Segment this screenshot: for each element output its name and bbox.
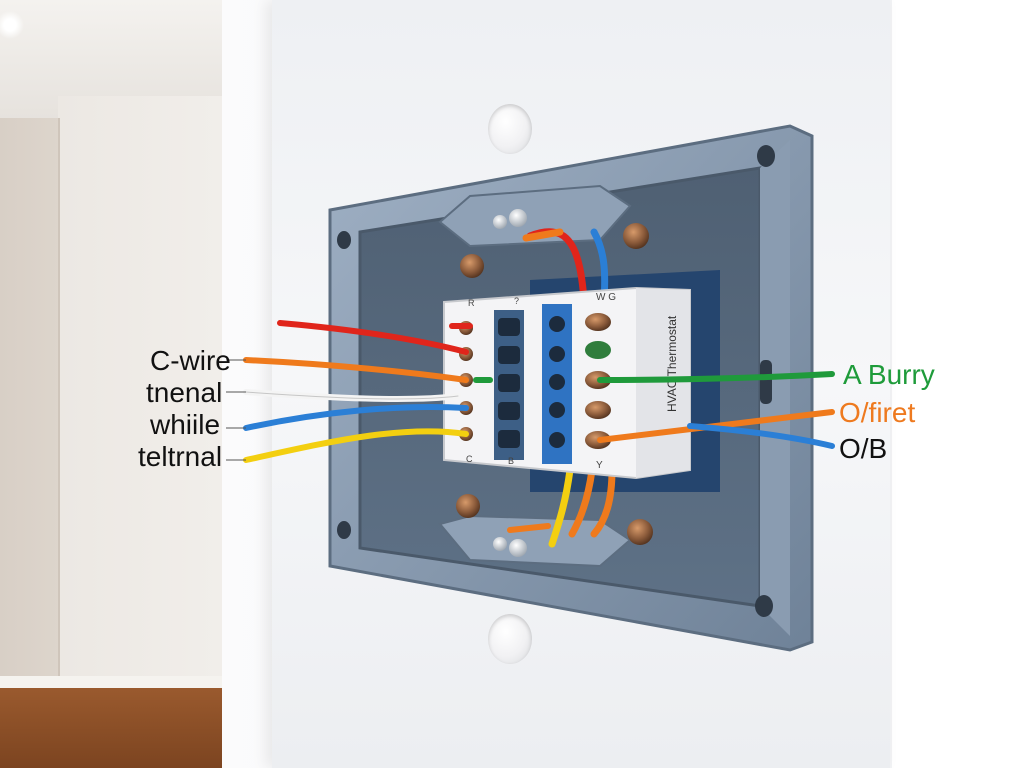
left-wires bbox=[243, 320, 493, 463]
room-side-wall bbox=[0, 118, 60, 698]
top-mount-hole bbox=[488, 104, 532, 154]
label-o-b: O/B bbox=[839, 433, 888, 464]
leader-lines bbox=[226, 359, 246, 461]
label-tnenal: tnenal bbox=[146, 377, 223, 408]
white-wire-outline bbox=[245, 391, 459, 400]
room-back-wall bbox=[58, 96, 222, 736]
room-corner bbox=[58, 118, 60, 698]
green-wire bbox=[597, 371, 835, 383]
block-mark-top-left: R bbox=[468, 298, 475, 308]
block-side-label: HVAC Thermostat bbox=[665, 315, 679, 412]
orange-wire bbox=[243, 357, 469, 383]
block-mark-bottom-right: Y bbox=[596, 460, 603, 471]
wood-floor bbox=[0, 688, 222, 768]
label-whiile: whiile bbox=[150, 409, 221, 440]
bottom-mount-hole bbox=[488, 614, 532, 664]
yellow-wire bbox=[243, 428, 469, 463]
terminal-sockets bbox=[498, 316, 565, 448]
right-wires bbox=[597, 371, 835, 449]
label-a-burry: A Burry bbox=[843, 359, 935, 390]
orange-right-wire bbox=[597, 409, 835, 443]
terminal-screws bbox=[459, 313, 611, 449]
baseboard bbox=[0, 676, 222, 690]
terminal-block: R ? W G C B Y HVAC Thermostat bbox=[443, 286, 691, 480]
label-o-firet: O/firet bbox=[839, 397, 916, 428]
red-wire bbox=[277, 320, 469, 355]
ceiling-light-glow bbox=[0, 0, 40, 40]
feed-wires bbox=[507, 228, 616, 548]
blue-right-wire bbox=[687, 423, 835, 449]
block-mark-bottom-left: C bbox=[466, 454, 473, 464]
block-mark-top-mid: ? bbox=[514, 296, 519, 306]
mounting-screws bbox=[456, 209, 653, 557]
block-mark-top-right: W G bbox=[596, 292, 616, 303]
room-background bbox=[0, 0, 222, 768]
blue-wire bbox=[243, 404, 469, 431]
label-c-wire: C-wire bbox=[150, 345, 231, 376]
label-teltrnal: teltrnal bbox=[138, 441, 223, 472]
block-mark-bottom-mid: B bbox=[508, 456, 514, 466]
